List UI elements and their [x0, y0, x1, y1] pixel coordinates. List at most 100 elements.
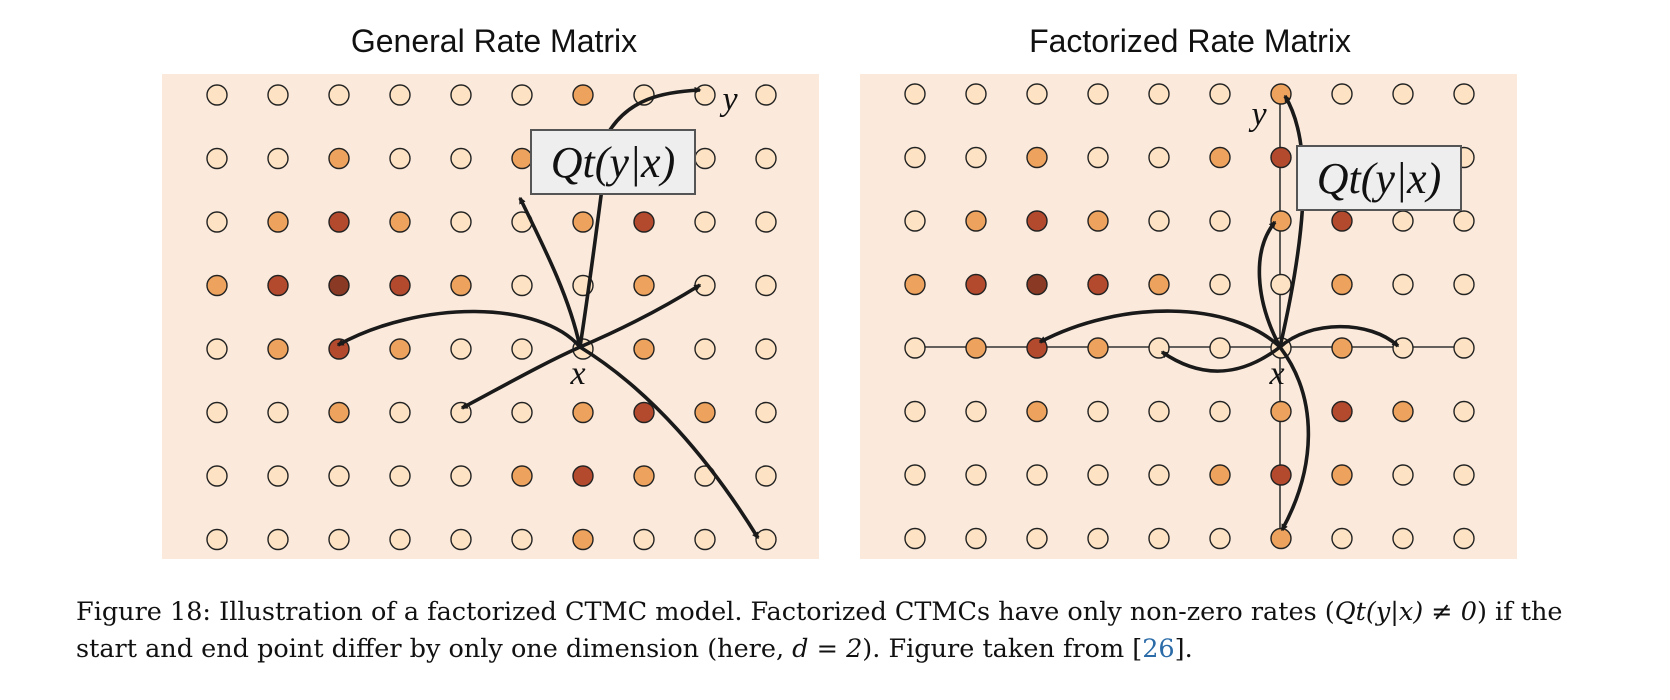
grid-node — [206, 528, 228, 551]
grid-node — [1270, 210, 1292, 232]
grid-node — [328, 528, 350, 551]
grid-node — [1087, 337, 1109, 359]
grid-node — [965, 146, 987, 169]
left-arrows — [336, 86, 760, 540]
caption-middle: ) if the start and end point differ by o… — [76, 597, 1563, 664]
grid-node — [904, 527, 926, 550]
grid-node — [389, 147, 411, 170]
grid-node — [694, 84, 716, 106]
right-x-label: x — [1268, 355, 1284, 392]
grid-node — [904, 337, 926, 359]
grid-node — [267, 84, 289, 106]
right-rate-label: Qt(y|x) — [1317, 154, 1441, 203]
grid-node — [267, 211, 289, 233]
figure-caption: Figure 18: Illustration of a factorized … — [76, 594, 1616, 668]
grid-node — [694, 211, 716, 233]
grid-node — [1453, 83, 1475, 105]
grid-node — [1453, 337, 1475, 359]
grid-node — [1026, 464, 1048, 486]
grid-node — [1453, 527, 1475, 550]
grid-node — [1392, 400, 1414, 423]
grid-node — [1331, 337, 1353, 359]
grid-node — [1392, 273, 1414, 296]
grid-node — [965, 527, 987, 550]
grid-node — [328, 84, 350, 106]
grid-node — [1331, 273, 1353, 296]
grid-node — [206, 147, 228, 170]
grid-node — [1026, 210, 1048, 232]
grid-node — [572, 401, 594, 424]
grid-node — [450, 274, 472, 297]
grid-node — [1453, 400, 1475, 423]
grid-node — [1209, 83, 1231, 105]
left-rate-label-box — [530, 129, 696, 195]
left-panel-background — [162, 74, 819, 559]
grid-node — [511, 274, 533, 297]
grid-node — [633, 528, 655, 551]
grid-node — [206, 274, 228, 297]
grid-node — [1026, 337, 1048, 359]
caption-reference-link[interactable]: 26 — [1142, 634, 1175, 664]
grid-node — [1148, 527, 1170, 550]
grid-node — [904, 83, 926, 105]
grid-node — [1331, 527, 1353, 550]
right-arrow-to-dark-node — [1038, 309, 1282, 349]
grid-node — [1026, 273, 1048, 296]
grid-node — [1148, 210, 1170, 232]
right-arrow-right — [1278, 324, 1400, 349]
grid-node — [511, 528, 533, 551]
right-arrow-short-left — [1160, 345, 1282, 373]
grid-node — [1392, 210, 1414, 232]
grid-node — [572, 528, 594, 551]
grid-node — [755, 465, 777, 487]
grid-node — [1270, 146, 1292, 169]
grid-node — [267, 465, 289, 487]
grid-node — [904, 210, 926, 232]
grid-node — [633, 211, 655, 233]
grid-node — [1270, 400, 1292, 423]
grid-node — [328, 401, 350, 424]
grid-node — [1209, 400, 1231, 423]
grid-node — [1087, 210, 1109, 232]
grid-node — [1270, 273, 1292, 296]
grid-node — [965, 83, 987, 105]
grid-node — [267, 528, 289, 551]
grid-node — [1148, 83, 1170, 105]
grid-node — [389, 84, 411, 106]
grid-node — [965, 337, 987, 359]
grid-node — [1209, 527, 1231, 550]
grid-node — [389, 465, 411, 487]
grid-node — [328, 274, 350, 297]
caption-math-dim: d = 2 — [792, 634, 863, 664]
grid-node — [755, 84, 777, 106]
grid-node — [1392, 527, 1414, 550]
caption-after-dim: ). Figure taken from [ — [862, 634, 1143, 664]
grid-node — [511, 338, 533, 360]
left-x-label: x — [569, 355, 585, 392]
grid-node — [755, 528, 777, 551]
grid-node — [1392, 83, 1414, 105]
grid-node — [450, 84, 472, 106]
grid-node — [633, 401, 655, 424]
right-panel-title: Factorized Rate Matrix — [1029, 23, 1351, 59]
grid-node — [755, 274, 777, 297]
right-dot-grid — [904, 83, 1475, 550]
grid-node — [1209, 337, 1231, 359]
grid-node — [389, 528, 411, 551]
grid-node — [572, 465, 594, 487]
left-y-label: y — [719, 81, 738, 118]
grid-node — [389, 401, 411, 424]
grid-node — [633, 274, 655, 297]
grid-node — [1209, 146, 1231, 169]
left-dot-grid — [206, 84, 777, 551]
grid-node — [1026, 146, 1048, 169]
grid-node — [1148, 464, 1170, 486]
grid-node — [755, 401, 777, 424]
grid-node — [450, 528, 472, 551]
left-arrow-down-right — [579, 345, 760, 540]
grid-node — [904, 146, 926, 169]
grid-node — [1209, 464, 1231, 486]
grid-node — [755, 147, 777, 170]
left-arrow-to-dark-node — [336, 309, 582, 349]
grid-node — [328, 211, 350, 233]
